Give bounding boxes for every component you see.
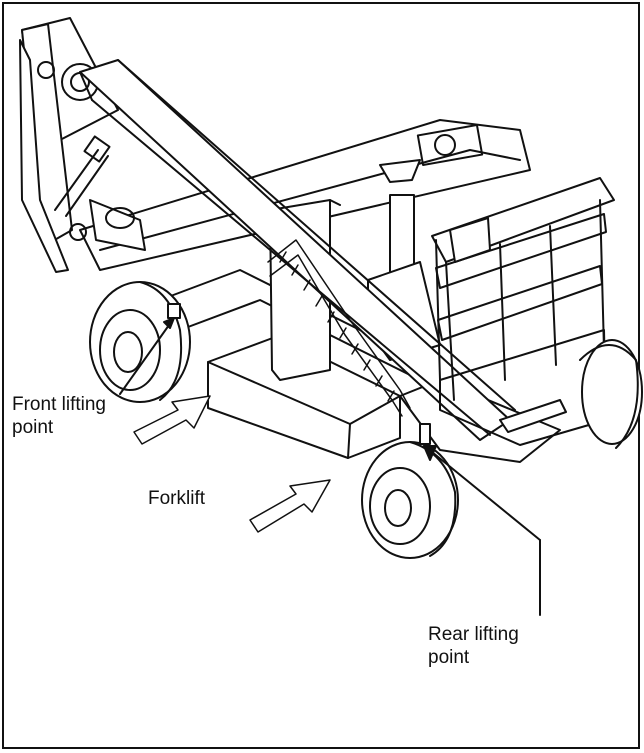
rear-right-wheel xyxy=(579,339,643,449)
front-lifting-point-label: Front lifting point xyxy=(12,393,106,439)
upper-boom xyxy=(19,17,146,273)
front-lifting-point-marker xyxy=(119,303,181,395)
forklift-arrow-upper xyxy=(133,395,211,445)
front-lifting-point-label-line1: Front lifting xyxy=(12,394,106,415)
front-left-wheel xyxy=(89,281,191,403)
rear-lifting-point-label-line1: Rear lifting xyxy=(428,624,519,645)
main-boom xyxy=(79,59,516,441)
rear-lifting-point-label-line2: point xyxy=(428,647,470,668)
rear-lifting-point-marker xyxy=(419,423,541,616)
rear-lifting-point-label: Rear lifting point xyxy=(428,623,519,669)
forklift-arrow-lower xyxy=(249,479,331,533)
forklift-label: Forklift xyxy=(148,488,205,509)
rear-left-wheel xyxy=(361,441,459,559)
cable-carrier xyxy=(267,239,411,417)
front-lifting-point-label-line2: point xyxy=(12,417,54,438)
platform-basket xyxy=(431,177,615,446)
